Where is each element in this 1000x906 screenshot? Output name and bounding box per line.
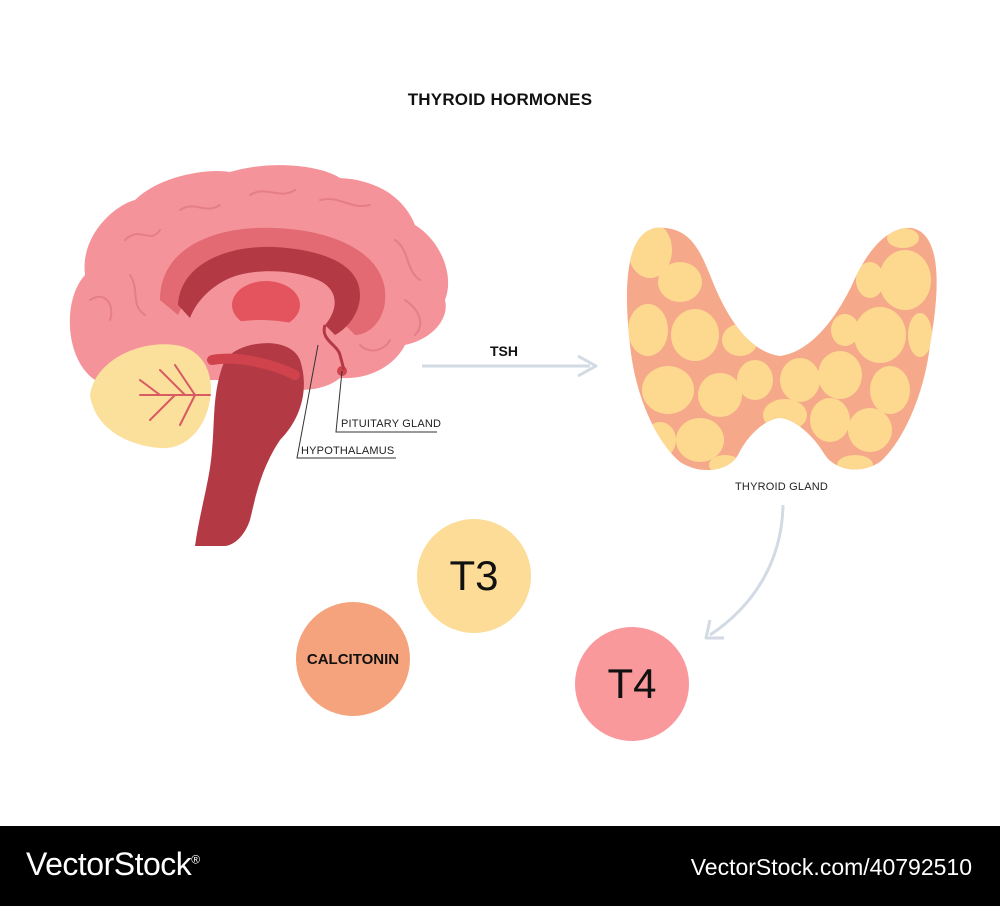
tsh-label: TSH	[490, 343, 518, 359]
thyroid-gland-label: THYROID GLAND	[735, 481, 829, 493]
cerebrum	[69, 165, 449, 392]
corpus-callosum	[178, 246, 360, 335]
brain-illustration	[69, 165, 449, 546]
vectorstock-logo: VectorStock®	[26, 846, 200, 883]
diagram-title: THYROID HORMONES	[407, 90, 593, 109]
t4-label: T4	[607, 660, 657, 707]
brand-text: VectorStock	[26, 846, 192, 882]
brainstem	[195, 343, 304, 546]
arbor-vitae	[139, 364, 211, 426]
tsh-arrow	[422, 354, 598, 378]
thyroid-to-t4-arrow	[704, 504, 785, 640]
watermark-footer: VectorStock® VectorStock.com/40792510	[0, 826, 1000, 906]
t4-hormone-circle: T4	[575, 627, 689, 741]
thyroid-gland	[626, 227, 937, 471]
image-id-text: VectorStock.com/40792510	[690, 854, 972, 880]
calcitonin-label: CALCITONIN	[306, 650, 400, 668]
label-leaders	[296, 344, 437, 459]
hypothalamus-label: HYPOTHALAMUS	[301, 445, 395, 457]
registered-mark: ®	[191, 852, 200, 867]
thalamus	[232, 281, 300, 329]
t3-hormone-circle: T3	[417, 519, 531, 633]
calcitonin-hormone-circle: CALCITONIN	[296, 602, 410, 716]
t3-label: T3	[449, 552, 499, 599]
corpus-callosum-outer	[160, 227, 386, 335]
brain-folds	[89, 189, 422, 352]
pituitary-gland-label: PITUITARY GLAND	[341, 418, 442, 430]
diagram-artwork	[69, 165, 937, 640]
